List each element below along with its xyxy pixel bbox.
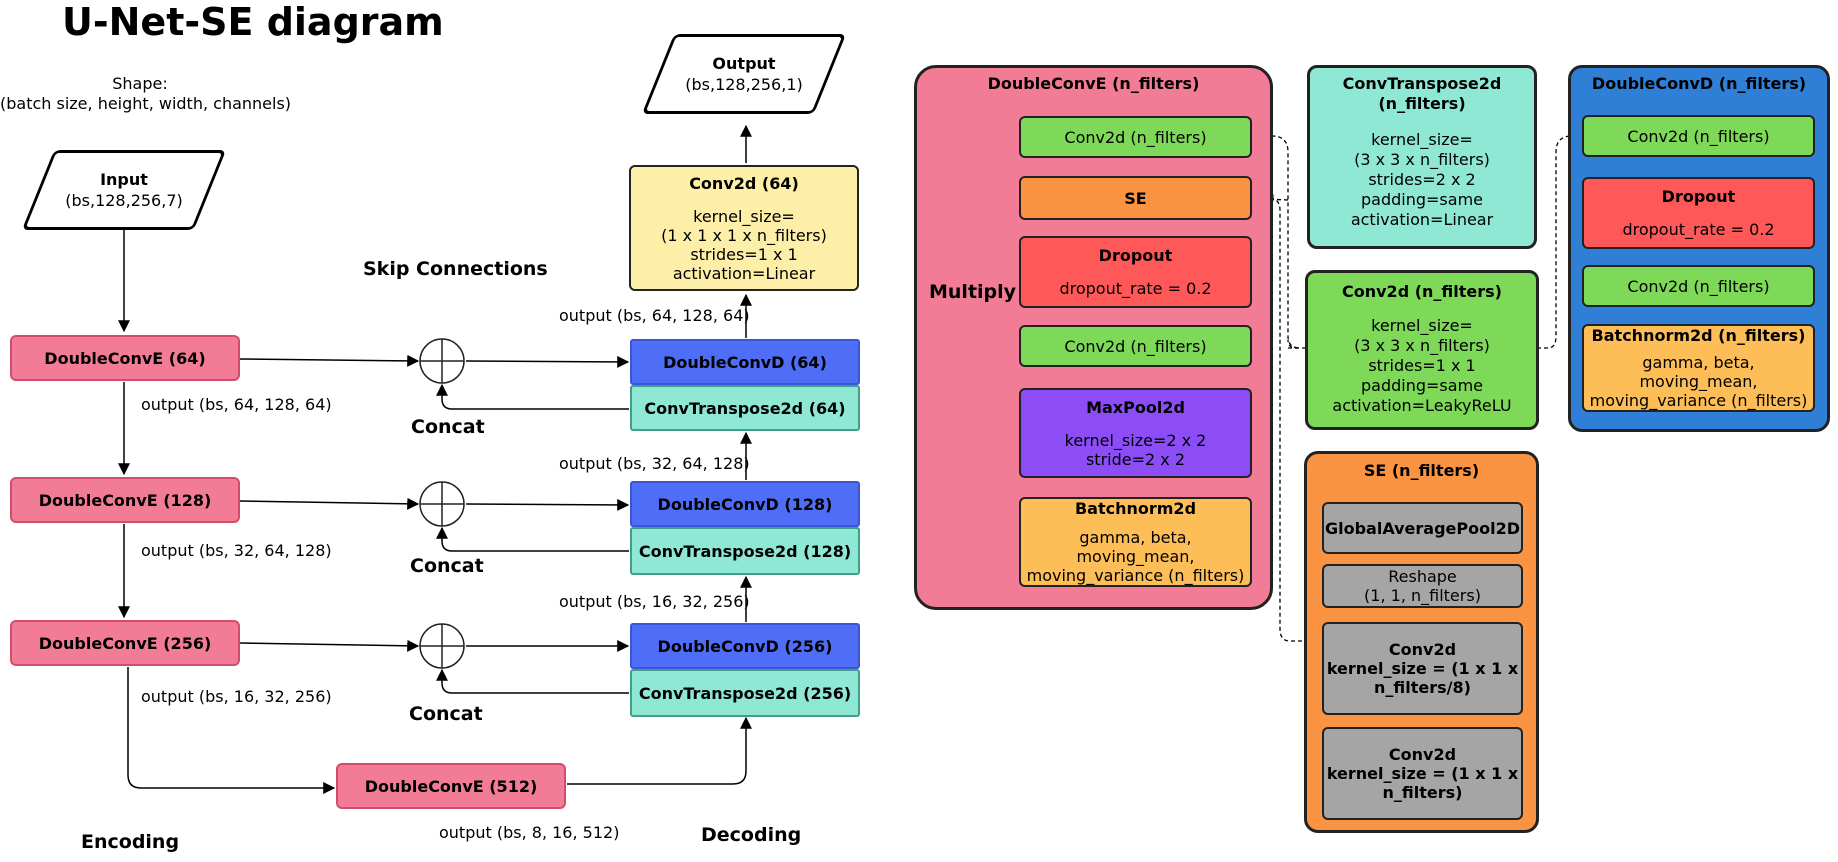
se-reshape: Reshape (1, 1, n_filters): [1322, 564, 1523, 608]
conv2d-def-content: Conv2d (n_filters) kernel_size= (3 x 3 x…: [1305, 282, 1539, 416]
multiply-label: Multiply: [929, 281, 1017, 303]
conv2d-def-line: padding=same: [1361, 376, 1483, 395]
double-conv-e-title: DoubleConvE (n_filters): [987, 74, 1200, 93]
concat-label: Concat: [409, 703, 483, 725]
conv-transpose-def-line: strides=2 x 2: [1368, 170, 1476, 189]
concat-node: [419, 481, 465, 527]
dcd-batchnorm-line: gamma, beta, moving_mean,: [1639, 353, 1758, 391]
se-conv-a-line: n_filters/8): [1374, 678, 1471, 697]
transpose-block: ConvTranspose2d (64): [630, 385, 860, 431]
dce-conv2: Conv2d (n_filters): [1019, 325, 1252, 367]
dce-batchnorm: Batchnorm2d gamma, beta, moving_mean, mo…: [1019, 497, 1252, 587]
final-conv-title: Conv2d (64): [689, 173, 799, 193]
conv2d-def-line: kernel_size=: [1371, 316, 1473, 335]
dcd-batchnorm-line: moving_variance (n_filters): [1589, 391, 1808, 410]
conv-transpose-def-line: (3 x 3 x n_filters): [1354, 150, 1490, 169]
se-conv-b: Conv2d kernel_size = (1 x 1 x n_filters): [1322, 727, 1523, 820]
decoder-block: DoubleConvD (128): [630, 481, 860, 527]
dcd-batchnorm-title: Batchnorm2d (n_filters): [1591, 326, 1806, 345]
dcd-conv1: Conv2d (n_filters): [1582, 115, 1815, 157]
encoder-block: DoubleConvE (64): [10, 335, 240, 381]
se-conv-a-line: Conv2d: [1388, 640, 1457, 659]
dcd-conv2: Conv2d (n_filters): [1582, 265, 1815, 307]
dce-batchnorm-title: Batchnorm2d: [1074, 499, 1197, 518]
decoding-section-label: Decoding: [701, 824, 802, 846]
conv2d-def-line: strides=1 x 1: [1368, 356, 1476, 375]
input-title: Input: [100, 170, 148, 189]
encoder-block: DoubleConvE (128): [10, 477, 240, 523]
dce-maxpool: MaxPool2d kernel_size=2 x 2 stride=2 x 2: [1019, 388, 1252, 478]
concat-label: Concat: [411, 416, 485, 438]
output-title: Output: [712, 54, 776, 73]
dce-batchnorm-line: moving_variance (n_filters): [1026, 566, 1245, 585]
decoder-output-label: output (bs, 16, 32, 256): [559, 592, 750, 611]
dce-maxpool-title: MaxPool2d: [1086, 397, 1185, 417]
final-conv-line: strides=1 x 1: [690, 244, 798, 264]
encoder-block: DoubleConvE (256): [10, 620, 240, 666]
conv2d-def-line: activation=LeakyReLU: [1332, 396, 1512, 415]
input-shape: (bs,128,256,7): [65, 191, 183, 210]
conv-transpose-def-title: ConvTranspose2d: [1342, 74, 1502, 93]
dce-conv1: Conv2d (n_filters): [1019, 116, 1252, 158]
shape-note-line: (batch size, height, width, channels): [0, 94, 292, 113]
decoder-output-label: output (bs, 64, 128, 64): [559, 306, 750, 325]
double-conv-d-title: DoubleConvD (n_filters): [1591, 74, 1807, 93]
se-conv-b-line: Conv2d: [1388, 745, 1457, 764]
concat-node: [419, 338, 465, 384]
conv2d-def-panel: [1305, 270, 1539, 430]
concat-node: [419, 623, 465, 669]
dce-se: SE: [1019, 176, 1252, 220]
conv2d-def-line: (3 x 3 x n_filters): [1354, 336, 1490, 355]
concat-label: Concat: [410, 555, 484, 577]
se-conv-b-line: kernel_size = (1 x 1 x: [1326, 764, 1519, 783]
dcd-dropout-rate: dropout_rate = 0.2: [1622, 220, 1775, 239]
final-conv-block: Conv2d (64) kernel_size= (1 x 1 x 1 x n_…: [629, 165, 859, 291]
shape-note: Shape: (batch size, height, width, chann…: [0, 74, 292, 114]
encoder-output-label: output (bs, 32, 64, 128): [141, 541, 332, 560]
se-conv-a-line: kernel_size = (1 x 1 x: [1326, 659, 1519, 678]
dce-dropout: Dropout dropout_rate = 0.2: [1019, 236, 1252, 308]
output-shape: (bs,128,256,1): [685, 75, 803, 94]
encoding-section-label: Encoding: [81, 831, 180, 853]
final-conv-line: (1 x 1 x 1 x n_filters): [661, 225, 827, 245]
dce-maxpool-line: kernel_size=2 x 2: [1064, 430, 1207, 450]
dce-dropout-title: Dropout: [1098, 246, 1173, 265]
encoder-output-label: output (bs, 16, 32, 256): [141, 687, 332, 706]
conv-transpose-def-line: padding=same: [1361, 190, 1483, 209]
transpose-block: ConvTranspose2d (256): [630, 669, 860, 717]
dcd-batchnorm: Batchnorm2d (n_filters) gamma, beta, mov…: [1582, 324, 1815, 412]
se-conv-a: Conv2d kernel_size = (1 x 1 x n_filters/…: [1322, 622, 1523, 715]
se-conv-b-line: n_filters): [1382, 783, 1463, 802]
conv-transpose-def-panel: [1307, 65, 1537, 249]
conv-transpose-def-line: kernel_size=: [1371, 130, 1473, 149]
final-conv-line: activation=Linear: [672, 263, 816, 283]
input-node: Input (bs,128,256,7): [21, 150, 227, 230]
page-title: U-Net-SE diagram: [62, 0, 444, 44]
final-conv-line: kernel_size=: [693, 206, 795, 226]
transpose-block: ConvTranspose2d (128): [630, 527, 860, 575]
bottleneck-output-label: output (bs, 8, 16, 512): [439, 823, 620, 842]
dcd-dropout-title: Dropout: [1661, 187, 1736, 206]
se-reshape-line: (1, 1, n_filters): [1364, 586, 1481, 605]
encoder-output-label: output (bs, 64, 128, 64): [141, 395, 332, 414]
conv-transpose-def-line: activation=Linear: [1350, 210, 1494, 229]
output-node: Output (bs,128,256,1): [641, 34, 847, 114]
conv-transpose-def-content: ConvTranspose2d (n_filters) kernel_size=…: [1307, 74, 1537, 230]
conv2d-def-title: Conv2d (n_filters): [1342, 282, 1502, 301]
se-reshape-line: Reshape: [1388, 567, 1457, 586]
bottleneck-block: DoubleConvE (512): [336, 763, 566, 809]
dcd-dropout: Dropout dropout_rate = 0.2: [1582, 177, 1815, 249]
se-gap: GlobalAveragePool2D: [1322, 502, 1523, 554]
decoder-output-label: output (bs, 32, 64, 128): [559, 454, 750, 473]
shape-note-line: Shape:: [112, 74, 168, 93]
decoder-block: DoubleConvD (64): [630, 339, 860, 385]
dce-maxpool-line: stride=2 x 2: [1085, 449, 1186, 469]
skip-connections-label: Skip Connections: [363, 258, 548, 280]
dce-batchnorm-line: gamma, beta, moving_mean,: [1076, 528, 1195, 566]
dce-dropout-rate: dropout_rate = 0.2: [1059, 279, 1212, 298]
se-title: SE (n_filters): [1363, 461, 1480, 480]
decoder-block: DoubleConvD (256): [630, 623, 860, 669]
conv-transpose-def-title: (n_filters): [1378, 94, 1466, 113]
